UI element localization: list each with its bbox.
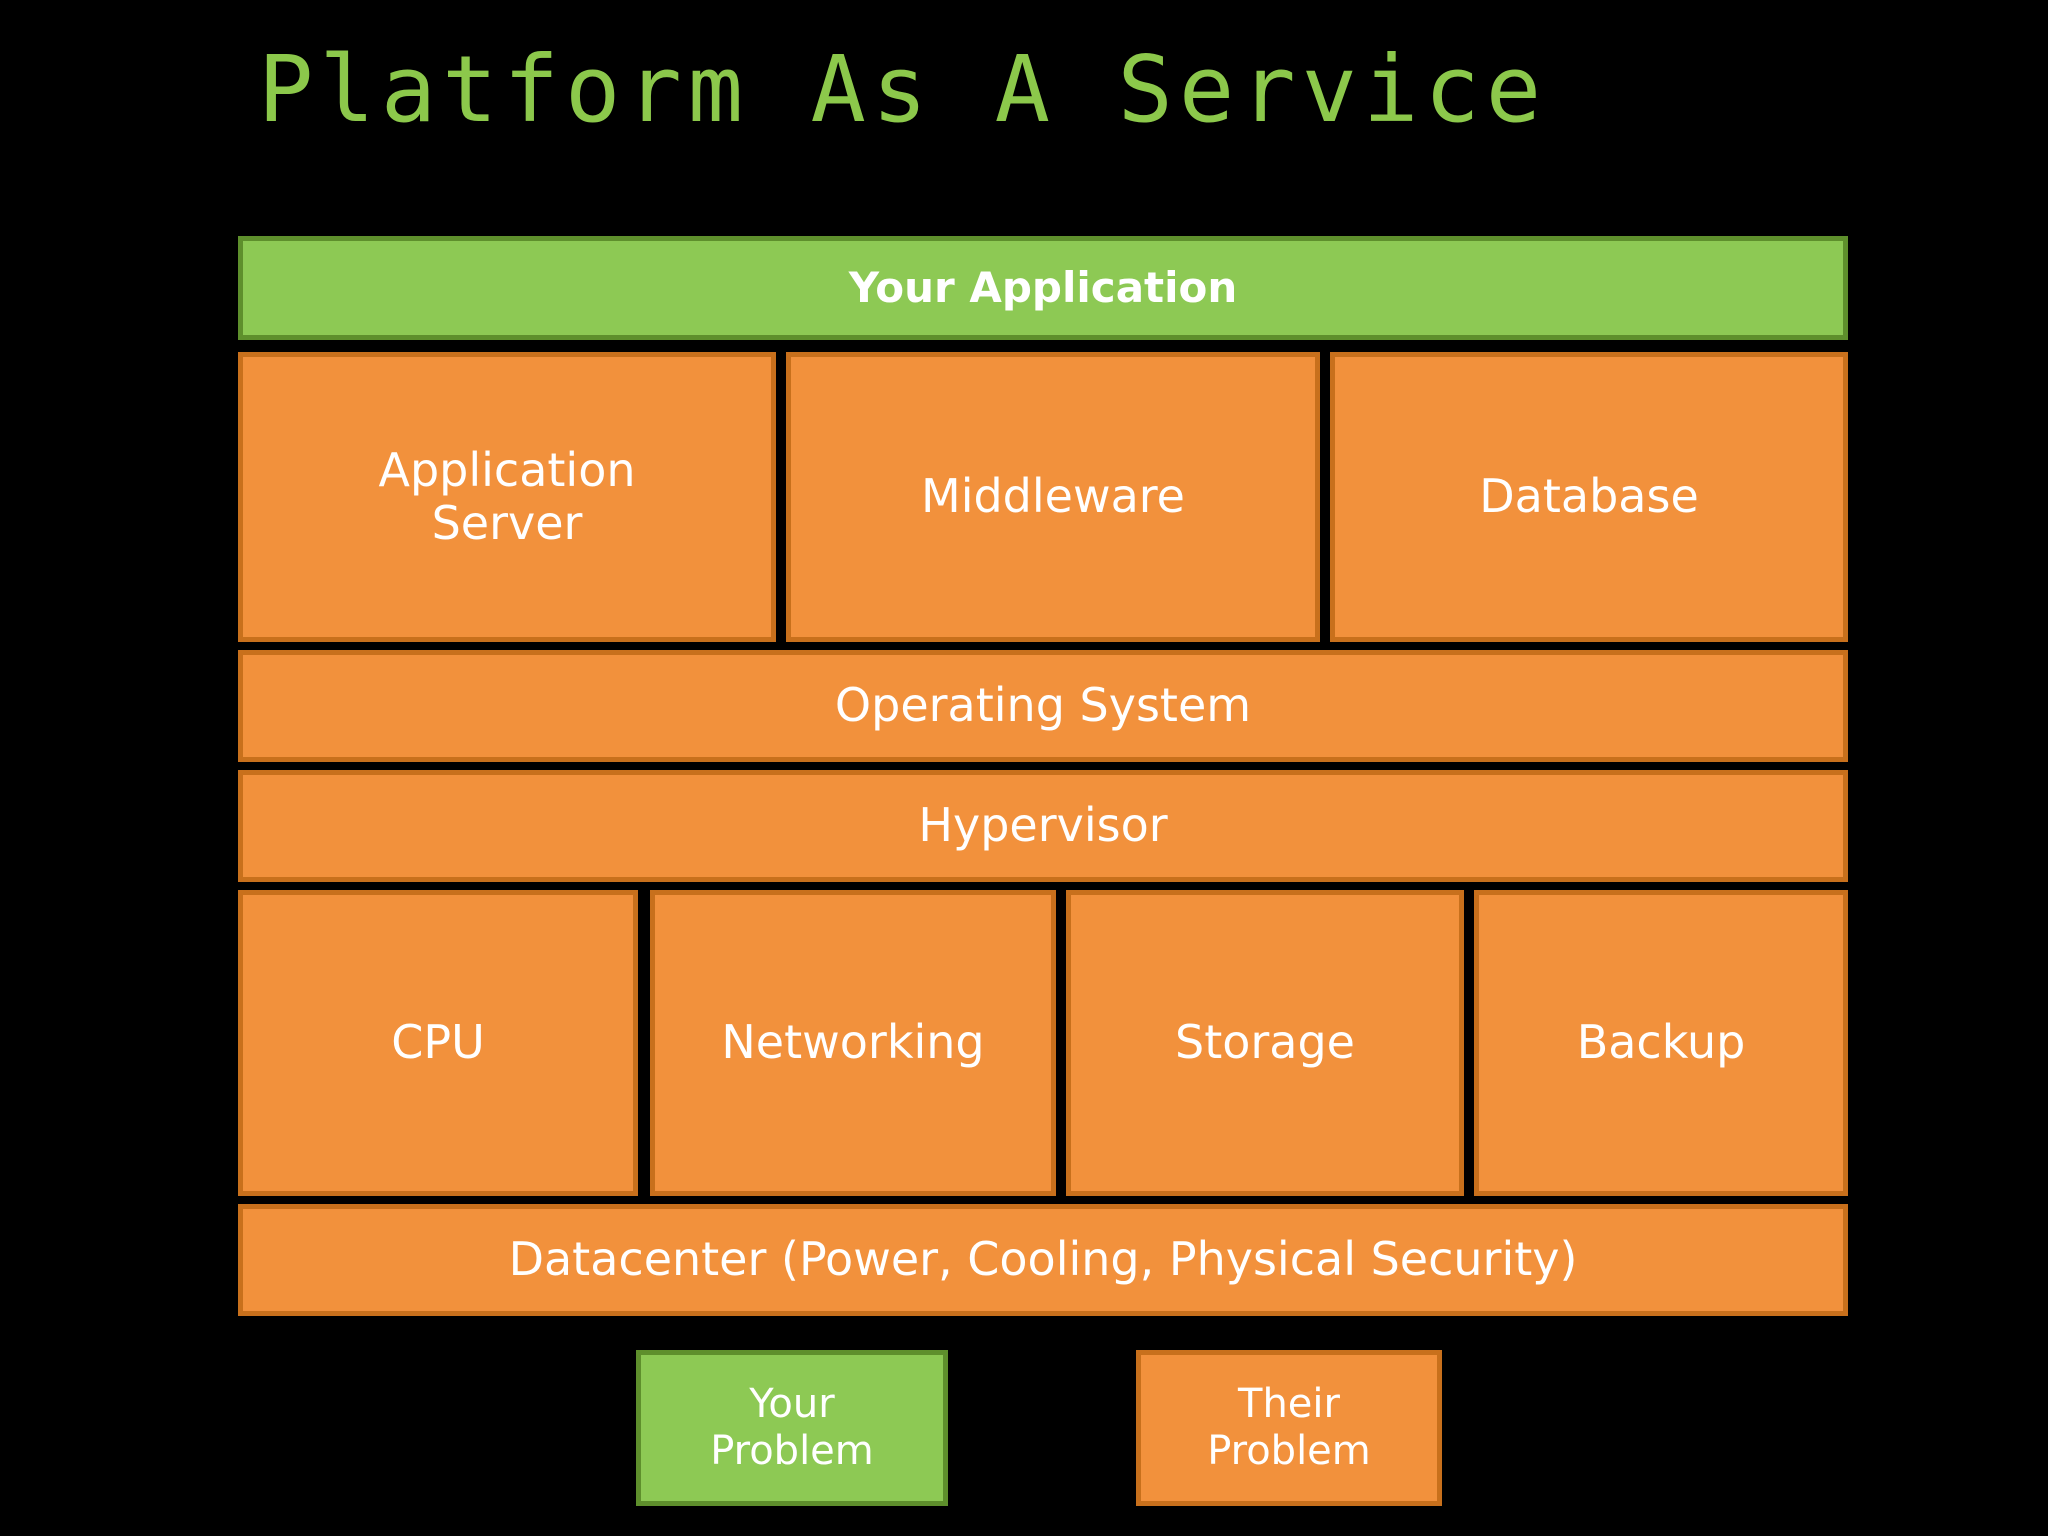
page-title: Platform As A Service: [258, 36, 1548, 143]
stack-box-label-line1: Application: [378, 442, 636, 497]
stack-box-label: Networking: [721, 1015, 985, 1070]
stack-row-label: Operating System: [834, 678, 1252, 733]
stack-box-networking[interactable]: Networking: [650, 890, 1056, 1196]
stack-row-label: Hypervisor: [918, 798, 1168, 853]
legend-label-line1: Their: [1238, 1380, 1340, 1427]
stack-box-label: Backup: [1576, 1015, 1746, 1070]
stack-box-middleware[interactable]: Middleware: [786, 352, 1320, 642]
stack-row-operating-system[interactable]: Operating System: [238, 650, 1848, 762]
stack-box-label: Storage: [1175, 1015, 1355, 1070]
stack-box-database[interactable]: Database: [1330, 352, 1848, 642]
stack-row-label: Your Application: [848, 262, 1238, 312]
legend-label-line2: Problem: [710, 1428, 874, 1474]
stack-row-label: Datacenter (Power, Cooling, Physical Sec…: [508, 1232, 1578, 1287]
legend-label-line1: Your: [749, 1380, 835, 1427]
legend-label-line2: Problem: [1207, 1428, 1371, 1474]
stack-box-label: Middleware: [921, 469, 1185, 524]
stack-row-datacenter[interactable]: Datacenter (Power, Cooling, Physical Sec…: [238, 1204, 1848, 1316]
stack-box-label: Database: [1479, 469, 1699, 524]
stack-row-your-application[interactable]: Your Application: [238, 236, 1848, 340]
stack-row-hypervisor[interactable]: Hypervisor: [238, 770, 1848, 882]
stack-box-backup[interactable]: Backup: [1474, 890, 1848, 1196]
stack-box-label: CPU: [391, 1015, 485, 1070]
stack-box-cpu[interactable]: CPU: [238, 890, 638, 1196]
stack-box-storage[interactable]: Storage: [1066, 890, 1464, 1196]
stack-box-label-line2: Server: [431, 496, 583, 550]
